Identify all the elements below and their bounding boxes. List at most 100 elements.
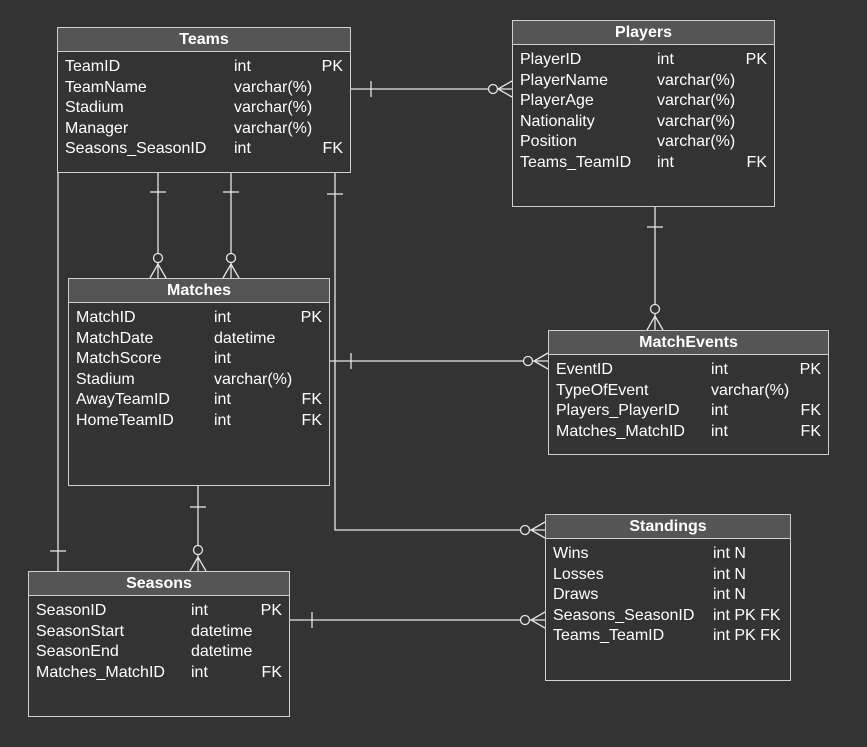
attribute-key <box>789 381 821 402</box>
attribute-name: SeasonStart <box>36 622 125 640</box>
attribute-type: varchar(%) <box>234 119 313 137</box>
attribute-type: int <box>657 153 674 171</box>
attribute-row: EventID int PK <box>556 360 821 381</box>
attribute-key <box>746 565 783 586</box>
attribute-name: HomeTeamID <box>76 411 174 429</box>
attribute-row: Manager varchar(%) <box>65 119 343 140</box>
attribute-key <box>312 78 343 99</box>
attribute-type: varchar(%) <box>234 99 313 117</box>
attribute-type: int <box>711 361 728 378</box>
attribute-type: int <box>214 391 231 409</box>
link-teams-standings <box>334 172 545 531</box>
attribute-name: PlayerName <box>520 71 609 89</box>
attribute-name: Seasons_SeasonID <box>65 140 207 158</box>
attribute-key: FK <box>301 391 322 409</box>
attribute-name: Losses <box>553 565 604 583</box>
attribute-type: int <box>191 663 208 681</box>
attribute-type: int <box>214 350 231 368</box>
attribute-key <box>735 112 767 133</box>
attribute-type: int N <box>713 586 746 604</box>
attribute-key <box>275 329 322 350</box>
attribute-type: int <box>214 411 231 429</box>
attribute-name: Stadium <box>76 370 135 388</box>
attribute-key <box>781 606 783 627</box>
attribute-name: Draws <box>553 586 599 604</box>
attribute-key <box>231 349 322 370</box>
attribute-type: varchar(%) <box>657 133 736 151</box>
attribute-key: PK <box>799 361 821 378</box>
attribute-name: EventID <box>556 361 613 378</box>
attribute-key <box>312 119 343 140</box>
attribute-name: Position <box>520 133 577 151</box>
attribute-type: int PK FK <box>713 606 781 624</box>
attribute-name: MatchScore <box>76 350 162 368</box>
attribute-type: datetime <box>214 329 276 347</box>
entity-title: MatchEvents <box>549 331 828 355</box>
attribute-type: varchar(%) <box>214 370 293 388</box>
attribute-name: TeamName <box>65 78 147 96</box>
attribute-key <box>746 585 783 606</box>
attribute-name: PlayerAge <box>520 92 594 110</box>
attribute-name: MatchID <box>76 309 136 326</box>
attribute-type: datetime <box>191 622 253 640</box>
attribute-name: TypeOfEvent <box>556 381 649 399</box>
attribute-name: Manager <box>65 119 129 137</box>
attribute-key: FK <box>322 140 343 158</box>
attribute-key <box>735 132 767 153</box>
attribute-key <box>292 370 322 391</box>
attribute-row: MatchScore int <box>76 349 322 370</box>
attribute-name: Teams_TeamID <box>520 153 632 171</box>
attribute-type: int <box>191 602 208 619</box>
attribute-key <box>312 98 343 119</box>
attribute-key: FK <box>746 153 767 171</box>
attribute-name: Nationality <box>520 112 595 130</box>
attribute-name: SeasonID <box>36 602 107 619</box>
attribute-type: int <box>234 140 251 158</box>
attribute-type: datetime <box>191 643 253 661</box>
attribute-name: Matches_MatchID <box>556 422 685 440</box>
attribute-type: int <box>234 58 251 75</box>
entity-title: Standings <box>546 515 790 539</box>
entity-title: Players <box>513 21 774 45</box>
attribute-type: int <box>711 422 728 440</box>
attribute-key: FK <box>800 402 821 420</box>
attribute-row: Draws int N <box>553 585 783 606</box>
attribute-name: Teams_TeamID <box>553 627 665 645</box>
attribute-key: PK <box>300 309 322 326</box>
attribute-name: TeamID <box>65 58 121 75</box>
attribute-key <box>252 622 282 643</box>
attribute-row: Seasons_SeasonID int FK <box>65 139 343 160</box>
entity-title: Seasons <box>29 572 289 596</box>
attribute-name: Wins <box>553 545 589 562</box>
attribute-name: Matches_MatchID <box>36 663 165 681</box>
attribute-key: PK <box>745 51 767 68</box>
